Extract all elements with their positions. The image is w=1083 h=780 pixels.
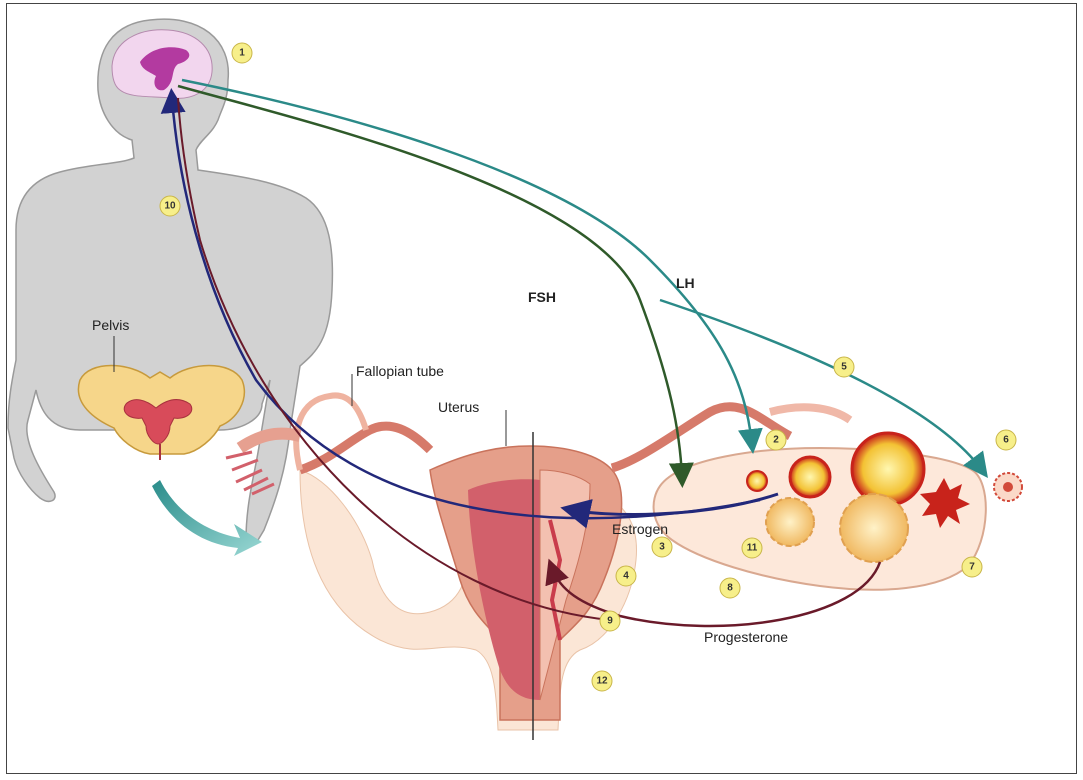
lh-arrow-to-ovulation: [660, 300, 982, 470]
svg-text:6: 6: [1003, 435, 1009, 446]
marker-9: 9: [600, 611, 620, 631]
progesterone-label: Progesterone: [704, 629, 788, 645]
svg-text:3: 3: [659, 542, 665, 553]
svg-text:10: 10: [164, 201, 176, 212]
marker-4: 4: [616, 566, 636, 586]
svg-text:12: 12: [596, 676, 608, 687]
uterus-label: Uterus: [438, 399, 479, 415]
svg-text:5: 5: [841, 362, 847, 373]
pelvis-label: Pelvis: [92, 317, 129, 333]
estrogen-label: Estrogen: [612, 521, 668, 537]
svg-text:2: 2: [773, 435, 779, 446]
svg-text:11: 11: [747, 543, 758, 554]
marker-11: 11: [742, 538, 762, 558]
svg-text:1: 1: [239, 48, 245, 59]
svg-text:9: 9: [607, 616, 613, 627]
brain: [112, 30, 212, 99]
fsh-label: FSH: [528, 289, 556, 305]
marker-8: 8: [720, 578, 740, 598]
lh-label: LH: [676, 275, 695, 291]
marker-1: 1: [232, 43, 252, 63]
marker-3: 3: [652, 537, 672, 557]
svg-text:4: 4: [623, 571, 629, 582]
marker-10: 10: [160, 196, 180, 216]
marker-5: 5: [834, 357, 854, 377]
marker-12: 12: [592, 671, 612, 691]
pelvis-illustration: [78, 366, 244, 461]
svg-text:7: 7: [969, 562, 975, 573]
zoom-arrow: [152, 480, 262, 556]
marker-7: 7: [962, 557, 982, 577]
marker-2: 2: [766, 430, 786, 450]
fallopian-tube-label: Fallopian tube: [356, 363, 444, 379]
svg-text:8: 8: [727, 583, 733, 594]
marker-6: 6: [996, 430, 1016, 450]
